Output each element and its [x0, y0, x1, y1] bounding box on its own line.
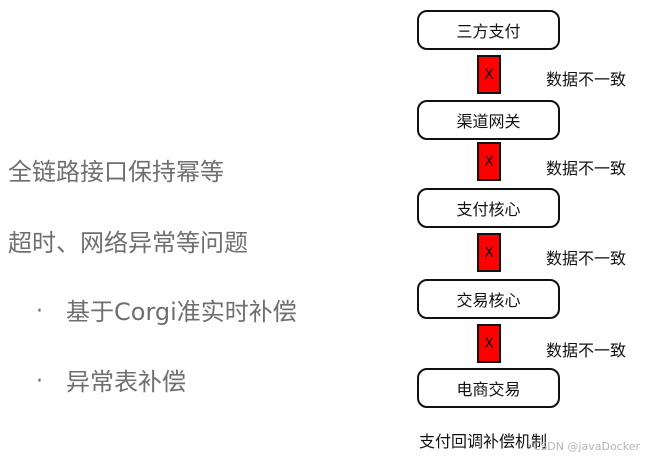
mismatch-label-2: 数据不一致 [546, 159, 627, 178]
node-ecommerce-trade: 电商交易 [417, 368, 560, 408]
bullet-corgi-compensation: 基于Corgi准实时补偿 [66, 298, 297, 326]
watermark: CSDN @javaDocker [532, 440, 640, 453]
connector-4: X [477, 324, 501, 363]
bullet-marker: · [36, 299, 43, 324]
statement-idempotent: 全链路接口保持幂等 [8, 158, 224, 186]
connector-2: X [477, 142, 501, 181]
bullet-exception-table: 异常表补偿 [66, 368, 186, 396]
statement-issues: 超时、网络异常等问题 [8, 229, 248, 257]
node-trade-core: 交易核心 [417, 279, 560, 319]
node-payment-core: 支付核心 [417, 188, 560, 228]
diagram-caption: 支付回调补偿机制 [419, 432, 548, 451]
connector-1: X [477, 55, 501, 94]
node-third-party-payment: 三方支付 [417, 10, 560, 50]
bullet-marker: · [36, 369, 43, 394]
mismatch-label-4: 数据不一致 [546, 341, 627, 360]
node-channel-gateway: 渠道网关 [417, 100, 560, 140]
mismatch-label-3: 数据不一致 [546, 249, 627, 268]
connector-3: X [477, 233, 501, 272]
mismatch-label-1: 数据不一致 [546, 70, 627, 89]
